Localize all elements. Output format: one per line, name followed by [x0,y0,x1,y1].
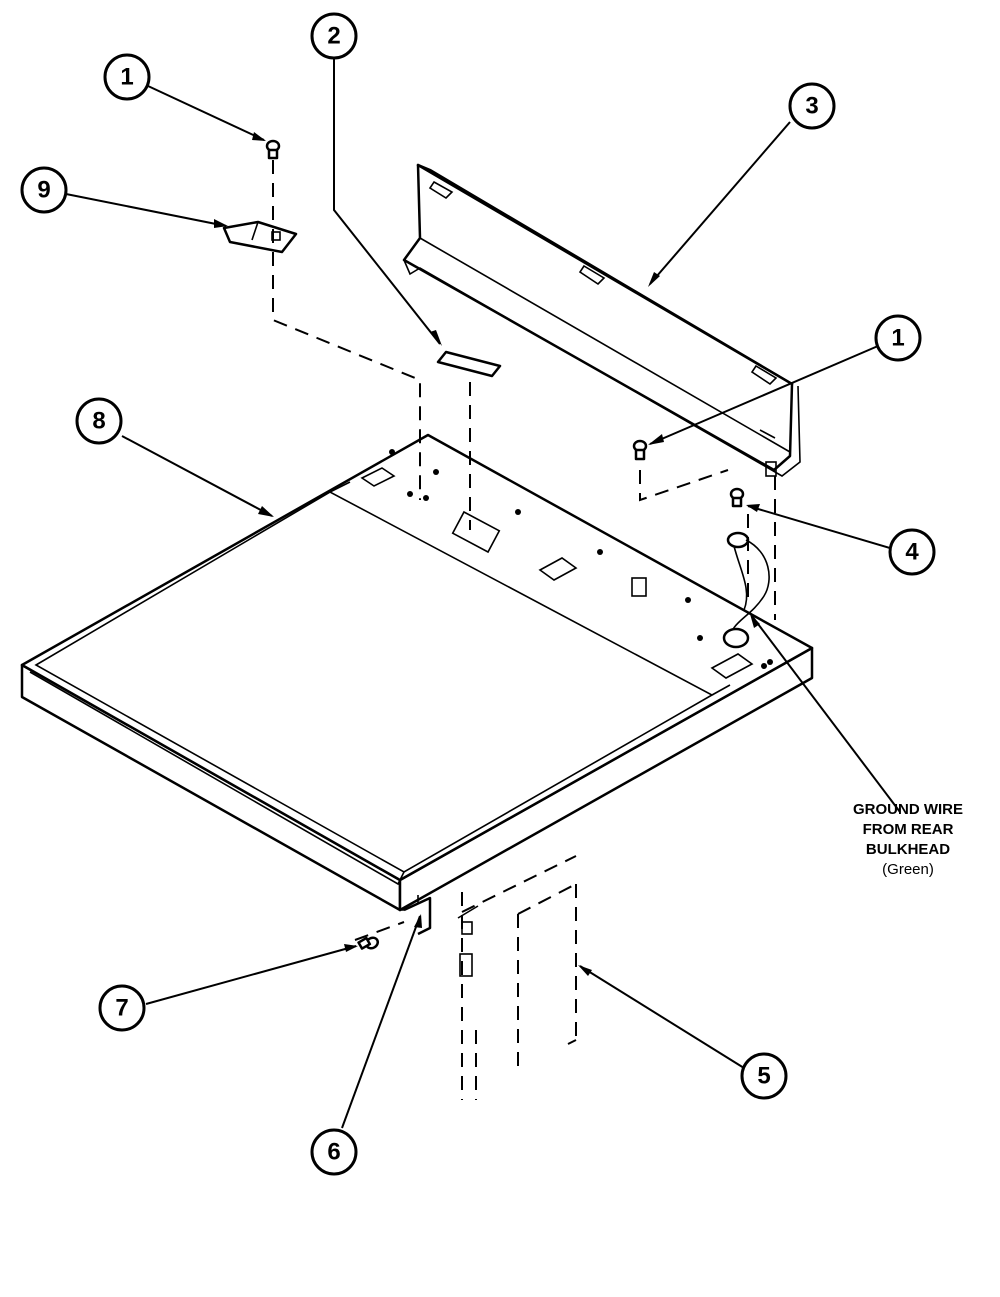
callout-9: 9 [20,166,68,214]
backsplash-part [402,163,801,477]
note-line-1: GROUND WIRE [853,801,963,818]
callout-label: 2 [327,23,340,50]
callout-7: 7 [98,984,146,1032]
leader-lines [65,58,901,1129]
note-line-4: (Green) [882,861,934,878]
note-line-2: FROM REAR [863,821,954,838]
label-part [436,350,502,378]
callout-label: 3 [805,93,818,120]
callout-label: 7 [115,995,128,1022]
assembly-dashed-lines [272,160,776,1100]
note-line-3: BULKHEAD [866,841,950,858]
callout-label: 8 [92,408,105,435]
callout-6: 6 [310,1128,358,1176]
side-bracket-part [403,896,479,977]
callout-label: 6 [327,1139,340,1166]
callout-5: 5 [740,1052,788,1100]
callout-1-right: 1 [874,314,922,362]
callout-1-top-left: 1 [103,53,151,101]
callout-label: 5 [757,1063,770,1090]
screw-part-4 [729,487,745,508]
callout-8: 8 [75,397,123,445]
callout-3: 3 [788,82,836,130]
callout-4: 4 [888,528,936,576]
screw-part-7 [357,936,380,950]
screw-part-1-left [265,139,281,160]
ground-wire-note: GROUND WIRE FROM REAR BULKHEAD (Green) [853,801,963,878]
callout-label: 1 [891,325,904,352]
callout-2: 2 [310,12,358,60]
callout-label: 4 [905,539,919,566]
screw-part-1-right [632,439,648,461]
callout-label: 9 [37,177,50,204]
callout-label: 1 [120,64,133,91]
bracket-part [222,220,298,254]
top-panel-part [20,433,814,912]
